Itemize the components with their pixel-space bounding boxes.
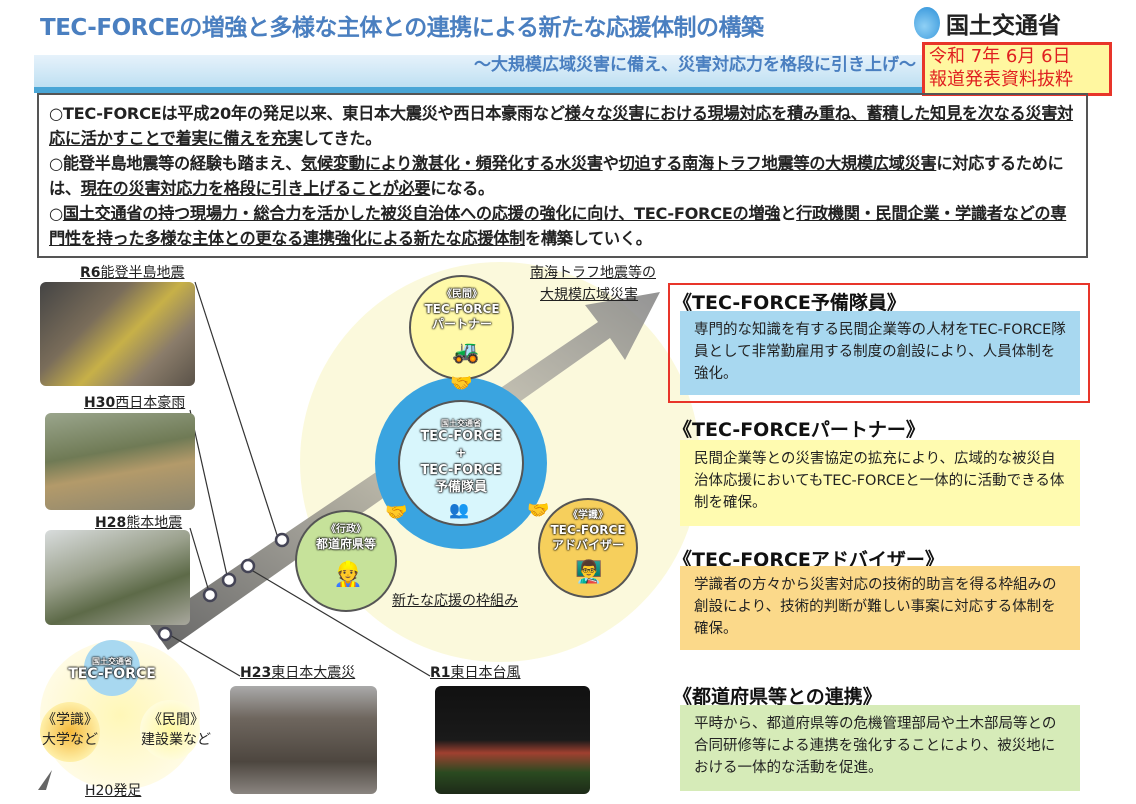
timeline-node (221, 572, 237, 588)
section-text-partner: 民間企業等との災害協定の拡充により、広域的な被災自治体応援においてもTEC-FO… (680, 440, 1080, 526)
date-line: 令和 7年 6月 6日 (929, 46, 1071, 67)
adviser-circle (538, 498, 638, 598)
ministry-logo-icon (914, 7, 940, 39)
section-text-prefecture: 平時から、都道府県等の危機管理部局や土木部局等との合同研修等による連携を強化する… (680, 705, 1080, 791)
section-heading-partner: 《TEC-FORCEパートナー》 (673, 419, 925, 441)
reserve-section-frame (668, 283, 1090, 403)
core-ministry: 国土交通省 (441, 419, 481, 428)
subtitle: ～大規模広域災害に備え、災害対応力を格段に引き上げ～ (474, 55, 916, 75)
section-text-adviser: 学識者の方々から災害対応の技術的助言を得る枠組みの創設により、技術的判断が難しい… (680, 566, 1080, 650)
private-label: 《民間》建設業など (141, 712, 211, 748)
divider (34, 87, 1094, 93)
private-circle (140, 700, 200, 760)
section-heading-prefecture: 《都道府県等との連携》 (673, 686, 882, 708)
timeline-node (274, 532, 290, 548)
people-icon: 👥 (449, 500, 469, 519)
section-heading-reserve: 《TEC-FORCE予備隊員》 (673, 292, 906, 314)
bullet-3: ○国土交通省の持つ現場力・総合力を活かした被災自治体への応援の強化に向け、TEC… (49, 201, 1076, 251)
section-text-reserve: 専門的な知識を有する民間企業等の人材をTEC-FORCE隊員として非常勤雇用する… (680, 311, 1080, 395)
origin-tec-force-circle (84, 640, 140, 696)
framework-caption: 新たな応援の枠組み (392, 593, 518, 609)
connector (247, 567, 431, 677)
subtitle-band (34, 55, 922, 87)
page-title: TEC-FORCEの増強と多様な主体との連携による新たな応援体制の構築 (40, 15, 764, 41)
text: ○ (49, 204, 63, 223)
emphasis: 気候変動により激甚化・頻発化する水災害 (301, 154, 603, 173)
emphasis: 現在の災害対応力を格段に引き上げることが必要 (80, 179, 431, 198)
date-source: 報道発表資料抜粋 (929, 69, 1073, 90)
partner-circle (409, 275, 514, 380)
bullet-1: ○TEC-FORCEは平成20年の発足以来、東日本大震災や西日本豪雨など様々な災… (49, 101, 1076, 151)
handshake-icon: 🤝 (527, 500, 550, 521)
text: してきた。 (302, 129, 382, 148)
timeline-node (202, 587, 218, 603)
excavator-icon: 🚜 (452, 340, 480, 365)
text: を構築していく。 (524, 229, 652, 248)
founded-label: H20発足 (85, 783, 142, 799)
text: と (780, 204, 797, 223)
ministry-name: 国土交通省 (946, 13, 1061, 39)
connector (189, 527, 211, 596)
worker-icon: 👷 (333, 560, 363, 588)
event-label-h23: H23東日本大震災 (240, 665, 356, 681)
tec-force-core (398, 400, 524, 526)
academia-circle (40, 702, 100, 762)
photo-noto-earthquake (40, 282, 195, 386)
connector (194, 281, 279, 539)
academia-label: 《学識》大学など (42, 712, 98, 748)
admin-circle (295, 510, 397, 612)
connector (189, 409, 229, 581)
bullet-2: ○能登半島地震等の経験も踏まえ、気候変動により激甚化・頻発化する水災害や切迫する… (49, 151, 1076, 201)
photo-kumamoto-earthquake (45, 530, 190, 625)
text: になる。 (430, 179, 494, 198)
timeline-node (157, 626, 173, 642)
origin-name: TEC-FORCE (68, 666, 156, 682)
event-label-r1: R1東日本台風 (430, 665, 521, 681)
text: や (602, 154, 619, 173)
admin-label: 《行政》都道府県等 (315, 524, 376, 551)
connector (167, 633, 241, 677)
emphasis: 切迫する南海トラフ地震等の大規模広域災害 (618, 154, 937, 173)
origin-ministry: 国土交通省 (92, 657, 132, 666)
ministry-logo: 国土交通省 (914, 6, 1061, 40)
target-disaster-label: 南海トラフ地震等の大規模広域災害 (530, 265, 656, 303)
event-label-h30: H30西日本豪雨 (84, 395, 186, 411)
emphasis: 国土交通省の持つ現場力・総合力を活かした被災自治体への応援の強化に向け、TEC-… (62, 204, 781, 223)
handshake-icon: 🤝 (385, 502, 408, 523)
photo-west-japan-flood (45, 413, 195, 510)
text: に対応するためには、 (49, 154, 1064, 198)
emphasis: 様々な災害における現場対応を積み重ね、蓄積した知見を次なる災害対応に活かすことで… (49, 104, 1074, 148)
timeline-start-arrow (38, 770, 52, 790)
date-badge: 令和 7年 6月 6日 報道発表資料抜粋 (922, 42, 1112, 96)
emphasis: 行政機関・民間企業・学識者などの専門性を持った多様な主体との更なる連携強化による… (49, 204, 1067, 248)
photo-east-japan-typhoon (435, 686, 590, 794)
teacher-icon: 👨‍🏫 (575, 560, 603, 585)
text: ○能登半島地震等の経験も踏まえ、 (49, 154, 302, 173)
summary-box: ○TEC-FORCEは平成20年の発足以来、東日本大震災や西日本豪雨など様々な災… (37, 93, 1088, 258)
section-heading-adviser: 《TEC-FORCEアドバイザー》 (673, 549, 944, 571)
event-label-r6: R6能登半島地震 (80, 265, 185, 281)
handshake-icon: 🤝 (450, 373, 473, 394)
text: ○TEC-FORCEは平成20年の発足以来、東日本大震災や西日本豪雨など (49, 104, 565, 123)
photo-great-east-japan-earthquake (230, 686, 377, 794)
event-label-h28: H28熊本地震 (95, 515, 183, 531)
timeline-node (240, 558, 256, 574)
